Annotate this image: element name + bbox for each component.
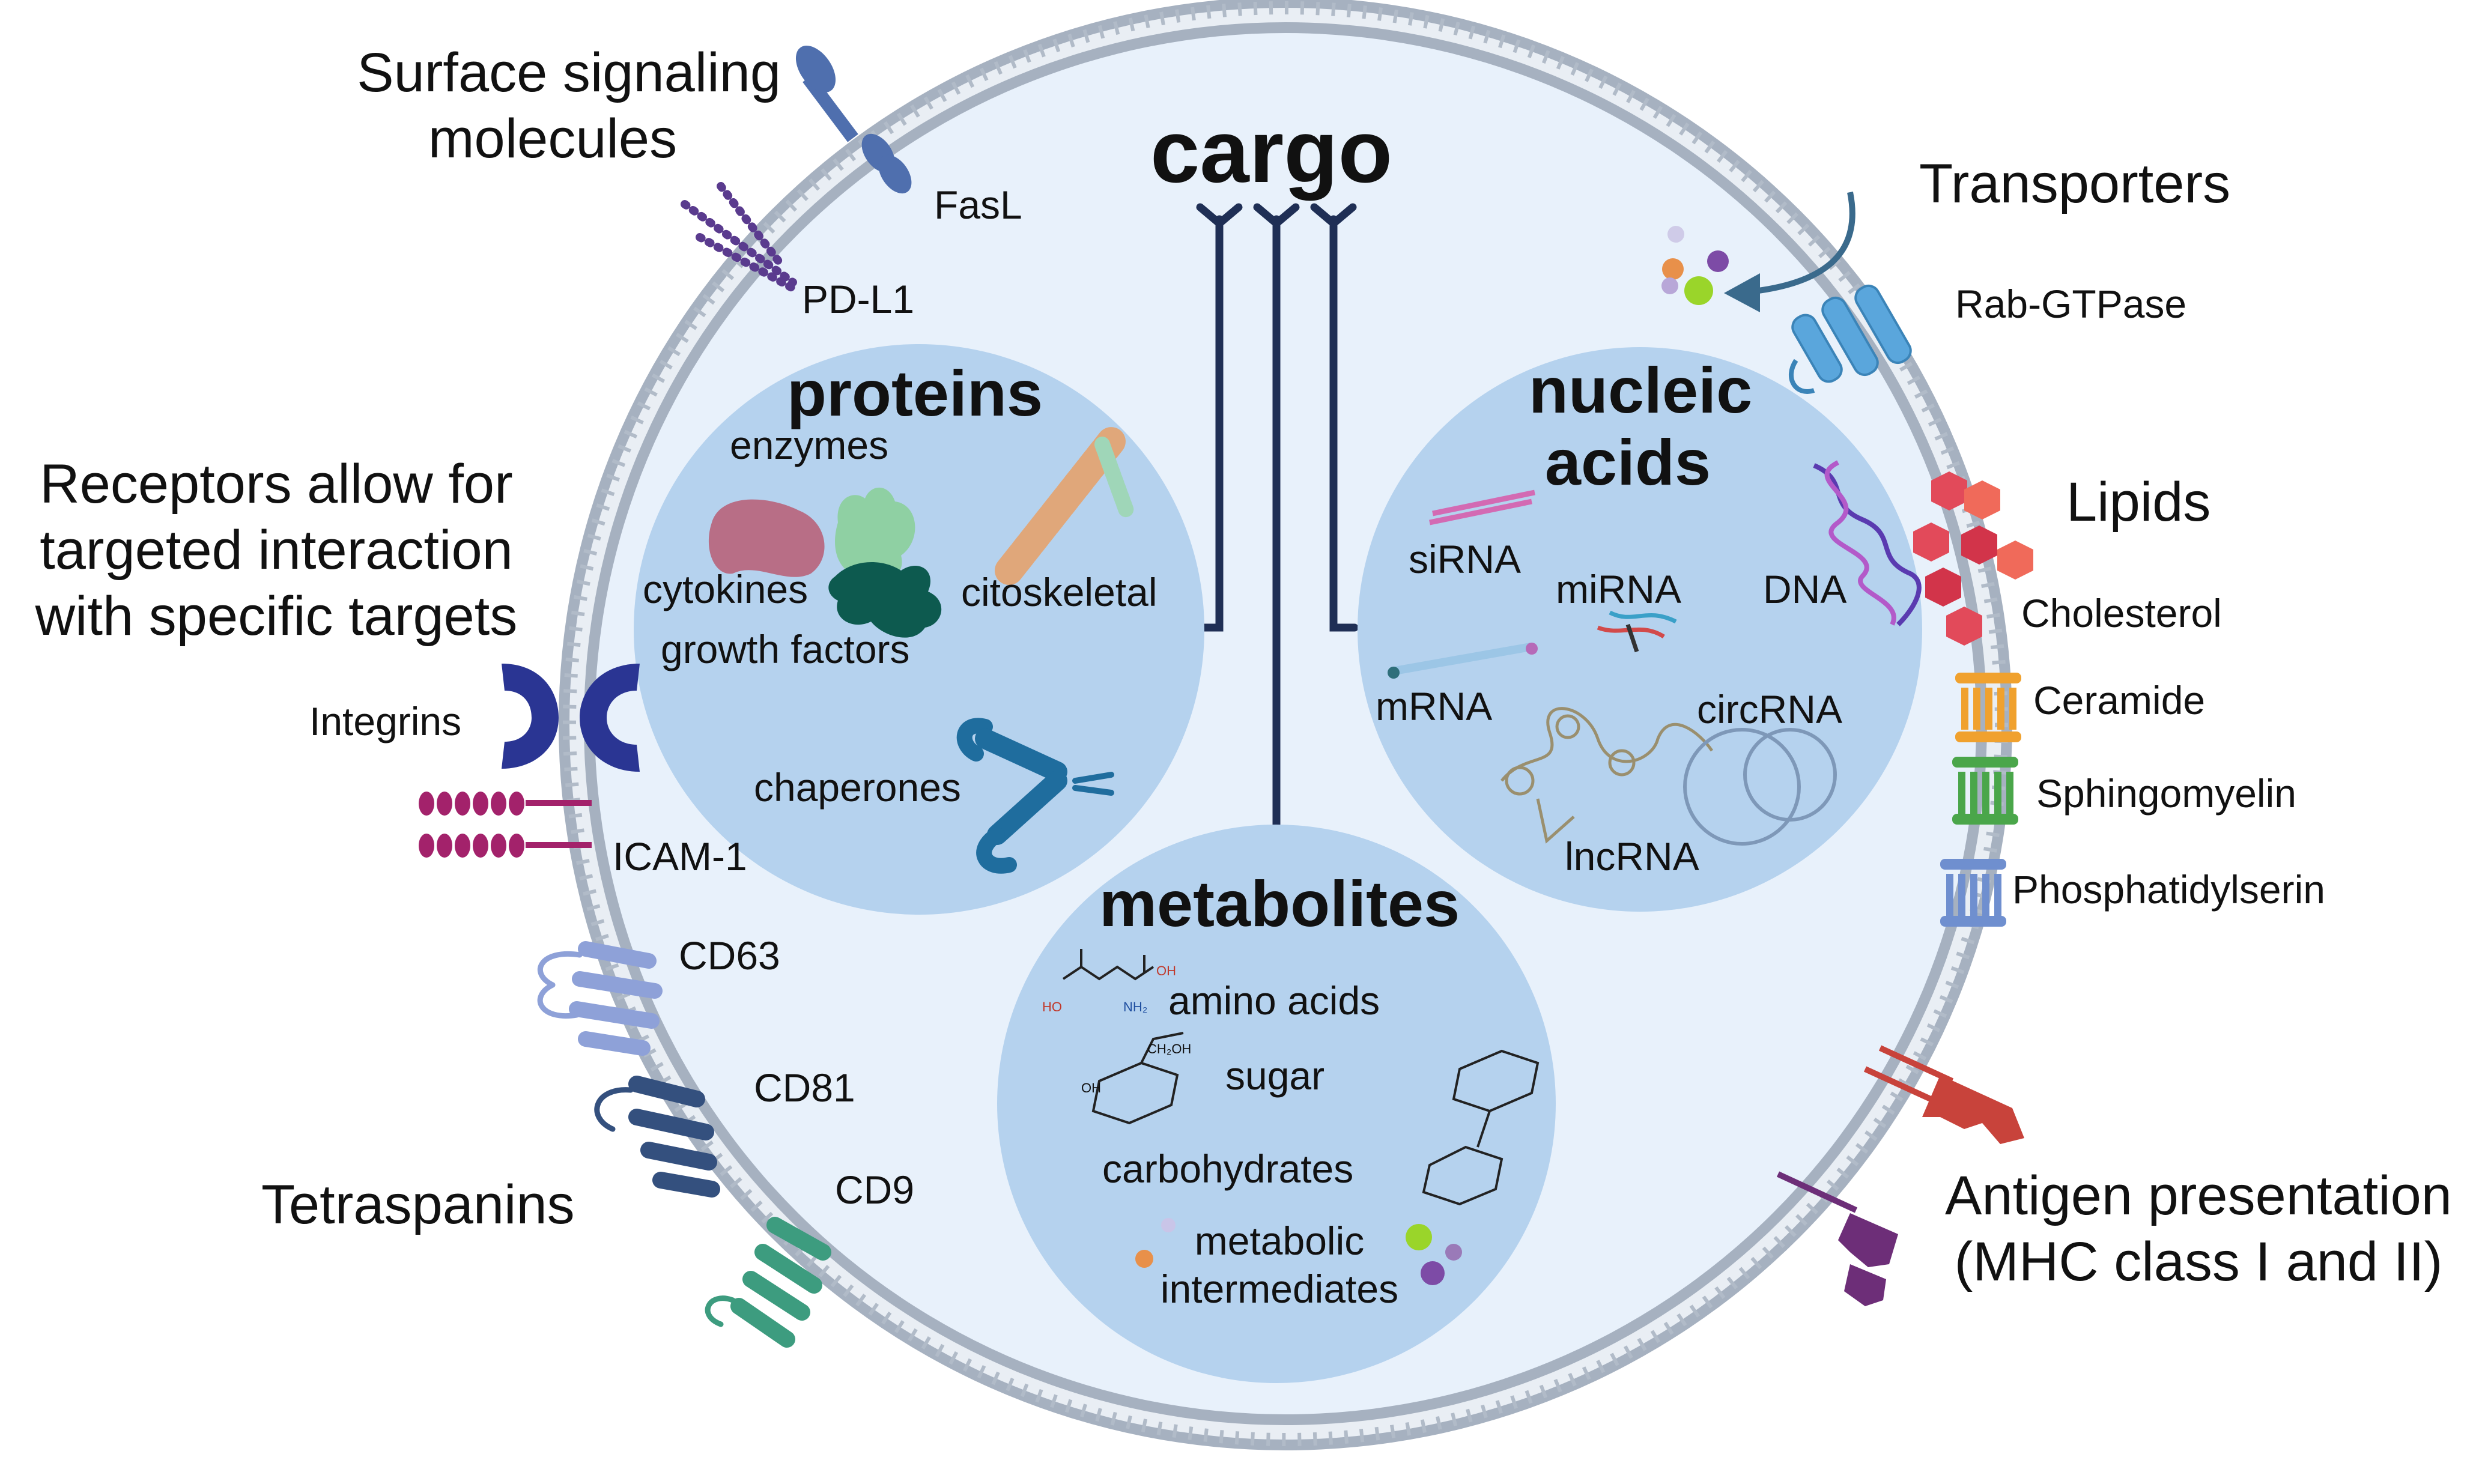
- cargo-title: cargo: [1150, 102, 1393, 201]
- ceramide-label: Ceramide: [2033, 678, 2206, 722]
- ceramide-icon: [1955, 673, 2021, 742]
- cd9-label: CD9: [835, 1168, 915, 1212]
- enzyme-icon: [828, 562, 942, 638]
- fasl-label: FasL: [934, 183, 1022, 227]
- nucleic-acids-heading-line2: acids: [1544, 426, 1711, 498]
- chem-ho-label: HO: [1042, 999, 1062, 1014]
- chem-nh2-label: NH₂: [1123, 999, 1148, 1014]
- receptors-line2: targeted interaction: [40, 519, 513, 581]
- enzymes-label: enzymes: [730, 423, 889, 467]
- growth-factors-label: growth factors: [661, 627, 910, 671]
- icam1-label: ICAM-1: [613, 834, 747, 879]
- integrins-icon: [502, 664, 640, 772]
- cargo-connector: [1194, 203, 1359, 908]
- mirna-icon: [1597, 610, 1677, 653]
- circrna-icon: [1683, 728, 1837, 846]
- chem-ch2oh-label: CH₂OH: [1147, 1041, 1192, 1056]
- icam1-icon: [419, 792, 592, 858]
- mrna-label: mRNA: [1376, 684, 1493, 728]
- cholesterol-icon: [1913, 471, 2033, 646]
- transporter-arrow-icon: [1724, 192, 1855, 312]
- antigen-presentation-line2: (MHC class I and II): [1954, 1231, 2443, 1292]
- carbohydrate-structure-icon: [1422, 1049, 1540, 1206]
- mhc-class-ii-icon: [1776, 1171, 1898, 1306]
- cargo-molecule-dots: [1661, 226, 1729, 305]
- carbohydrates-label: carbohydrates: [1102, 1146, 1354, 1191]
- circrna-label: circRNA: [1697, 687, 1842, 731]
- chem-oh-short-label: OH: [1081, 1080, 1101, 1095]
- cholesterol-label: Cholesterol: [2021, 591, 2222, 635]
- phosphatidylserin-icon: [1940, 859, 2006, 927]
- citoskeletal-label: citoskeletal: [961, 570, 1158, 614]
- growth-factor-icon: [835, 487, 915, 581]
- tetraspanins-label: Tetraspanins: [261, 1174, 575, 1235]
- metabolic-intermediates-line1: metabolic: [1194, 1219, 1365, 1263]
- phosphatidylserin-label: Phosphatidylserin: [2012, 867, 2325, 912]
- rab-gtpase-label: Rab-GTPase: [1955, 282, 2187, 326]
- receptors-line3: with specific targets: [35, 586, 518, 647]
- sugar-label: sugar: [1225, 1053, 1325, 1098]
- cd81-icon: [594, 1076, 720, 1198]
- chem-oh-label: OH: [1156, 963, 1176, 978]
- surface-signaling-line2: molecules: [428, 108, 678, 169]
- lncrna-label: lncRNA: [1565, 834, 1699, 879]
- dna-icon: [1813, 460, 1922, 626]
- pdl1-label: PD-L1: [802, 277, 915, 321]
- sirna-icon: [1429, 489, 1535, 525]
- dna-label: DNA: [1763, 567, 1847, 611]
- citoskeletal-filament-icon: [995, 427, 1134, 585]
- sugar-structure-icon: [1091, 1032, 1184, 1125]
- pdl1-icon: [681, 182, 797, 292]
- amino-acids-label: amino acids: [1168, 978, 1380, 1023]
- metabolic-intermediate-dots: [1135, 1218, 1462, 1285]
- rab-gtpase-icon: [1788, 284, 1912, 394]
- nucleic-acids-heading-line1: nucleic: [1529, 354, 1753, 426]
- mhc-class-i-icon: [1863, 1045, 2024, 1144]
- proteins-heading: proteins: [787, 357, 1043, 429]
- mrna-icon: [1388, 643, 1538, 679]
- transporters-label: Transporters: [1919, 153, 2231, 214]
- sphingomyelin-icon: [1952, 757, 2018, 825]
- metabolic-intermediates-line2: intermediates: [1160, 1267, 1399, 1311]
- amino-acid-structure-icon: [1062, 949, 1155, 981]
- sirna-label: siRNA: [1409, 537, 1522, 581]
- lncrna-icon: [1500, 707, 1714, 844]
- chaperone-icon: [956, 718, 1114, 874]
- cytokine-icon: [708, 499, 825, 577]
- antigen-presentation-line1: Antigen presentation: [1945, 1165, 2452, 1226]
- integrins-label: Integrins: [309, 699, 462, 744]
- cd9-icon: [705, 1217, 831, 1348]
- cd63-icon: [537, 941, 663, 1056]
- cytokines-label: cytokines: [643, 567, 809, 611]
- sphingomyelin-label: Sphingomyelin: [2036, 771, 2296, 816]
- fasl-icon: [795, 45, 912, 194]
- cd63-label: CD63: [679, 933, 780, 978]
- metabolites-heading: metabolites: [1099, 867, 1460, 940]
- cd81-label: CD81: [754, 1065, 855, 1110]
- chaperones-label: chaperones: [754, 765, 961, 810]
- receptors-line1: Receptors allow for: [40, 453, 513, 515]
- surface-signaling-line1: Surface signaling: [357, 42, 781, 103]
- lipids-label: Lipids: [2066, 471, 2211, 533]
- mirna-label: miRNA: [1556, 567, 1681, 611]
